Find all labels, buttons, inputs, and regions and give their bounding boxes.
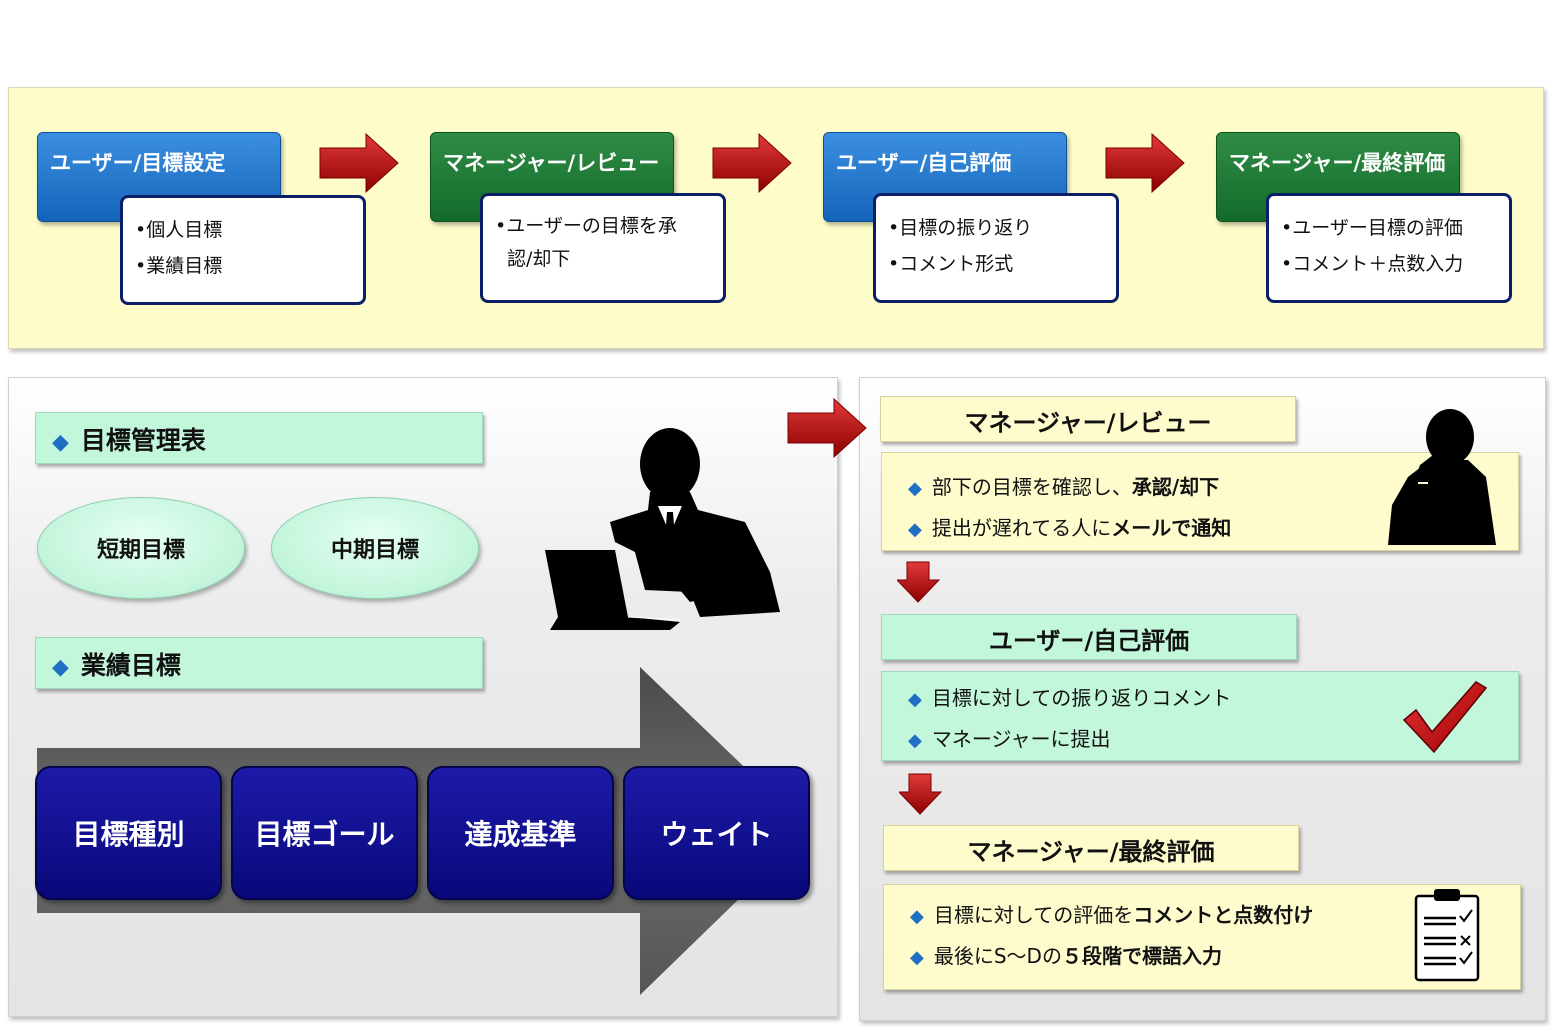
bullet-item: •ユーザー目標の評価 — [1281, 217, 1463, 239]
detail-line: ◆最後にS～Dの５段階で標語入力 — [910, 944, 1222, 968]
step-manager-final-eval-details: •ユーザー目標の評価 •コメント＋点数入力 — [1266, 193, 1512, 303]
oval-mid-term-goal: 中期目標 — [271, 497, 479, 599]
diamond-bullet-icon: ◆ — [910, 906, 924, 927]
red-arrow-icon — [1105, 132, 1185, 194]
detail-manager-final-eval: ◆目標に対しての評価をコメントと点数付け ◆最後にS～Dの５段階で標語入力 — [883, 884, 1521, 990]
thinking-person-icon — [1388, 409, 1496, 545]
gray-arrow-icon — [37, 667, 810, 995]
person-laptop-icon — [545, 428, 780, 630]
bullet-item: •コメント＋点数入力 — [1281, 253, 1464, 276]
field-goal-target: 目標ゴール — [231, 766, 418, 900]
detail-line: ◆マネージャーに提出 — [908, 727, 1111, 751]
checkmark-icon — [1402, 681, 1488, 754]
bullet-item: •ユーザーの目標を承 — [495, 215, 677, 237]
detail-line: ◆部下の目標を確認し、承認/却下 — [908, 475, 1220, 499]
title-manager-final-eval: マネージャー/最終評価 — [883, 825, 1299, 871]
section-performance-goal: ◆業績目標 — [35, 637, 483, 689]
red-down-arrow-icon — [899, 773, 943, 815]
diamond-bullet-icon: ◆ — [908, 519, 922, 540]
title-user-self-eval: ユーザー/自己評価 — [881, 614, 1297, 660]
field-goal-type: 目標種別 — [35, 766, 222, 900]
section-goal-management-table: ◆目標管理表 — [35, 412, 483, 464]
diamond-bullet-icon: ◆ — [910, 947, 924, 968]
bullet-item-continued: 認/却下 — [507, 248, 571, 271]
detail-line: ◆提出が遅れてる人にメールで通知 — [908, 516, 1232, 540]
red-arrow-icon — [319, 132, 399, 194]
bullet-item: •目標の振り返り — [888, 217, 1033, 239]
oval-short-term-goal: 短期目標 — [37, 497, 245, 599]
title-manager-review: マネージャー/レビュー — [880, 396, 1296, 442]
detail-line: ◆目標に対しての振り返りコメント — [908, 686, 1232, 710]
red-arrow-icon — [712, 132, 792, 194]
detail-line: ◆目標に対しての評価をコメントと点数付け — [910, 903, 1314, 927]
step-user-goal-setting-details: •個人目標 •業績目標 — [120, 195, 366, 305]
step-manager-review-details: •ユーザーの目標を承 認/却下 — [480, 193, 726, 303]
diamond-bullet-icon: ◆ — [908, 478, 922, 499]
clipboard-icon — [1414, 889, 1480, 982]
bullet-item: •コメント形式 — [888, 253, 1014, 276]
red-arrow-icon — [787, 397, 867, 459]
diamond-bullet-icon: ◆ — [52, 655, 69, 680]
field-weight: ウェイト — [623, 766, 810, 900]
diamond-bullet-icon: ◆ — [908, 730, 922, 751]
bullet-item: •個人目標 — [135, 219, 223, 241]
diamond-bullet-icon: ◆ — [908, 689, 922, 710]
step-user-self-eval-details: •目標の振り返り •コメント形式 — [873, 193, 1119, 303]
bullet-item: •業績目標 — [135, 255, 223, 278]
red-down-arrow-icon — [897, 561, 941, 603]
diamond-bullet-icon: ◆ — [52, 430, 69, 455]
field-achievement-criteria: 達成基準 — [427, 766, 614, 900]
